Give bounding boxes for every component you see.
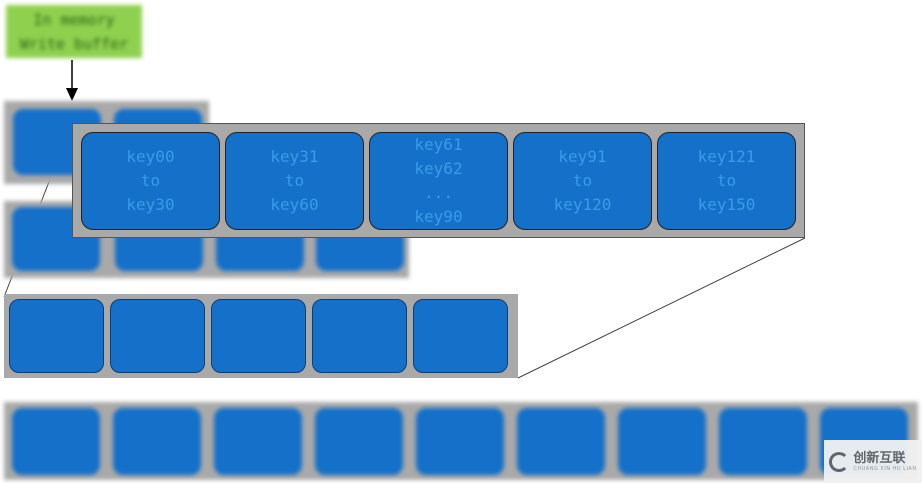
level-3-block bbox=[618, 408, 706, 475]
level-3-block bbox=[416, 408, 504, 475]
label-line-2: Write buffer bbox=[19, 35, 129, 53]
watermark: 创新互联 CHUANG XIN HU LIAN bbox=[824, 440, 922, 483]
key-range-line: to bbox=[572, 171, 593, 190]
level-2-block bbox=[110, 299, 205, 373]
key-range-line: key121 bbox=[697, 147, 756, 166]
key-range-block: key61 key62 ... key90 bbox=[369, 132, 508, 230]
write-buffer-label: In memory Write buffer bbox=[6, 5, 142, 58]
level-2-block bbox=[312, 299, 407, 373]
key-range-line: key00 bbox=[126, 147, 175, 166]
level-3-block bbox=[113, 408, 201, 475]
level-3-block bbox=[12, 408, 100, 475]
key-range-line: key120 bbox=[553, 195, 612, 214]
key-range-block: key121 to key150 bbox=[657, 132, 796, 230]
watermark-subtext: CHUANG XIN HU LIAN bbox=[853, 465, 917, 472]
zoom-line-right bbox=[517, 237, 806, 379]
level-3-block bbox=[315, 408, 403, 475]
key-range-line: key150 bbox=[697, 195, 756, 214]
key-range-line: ... bbox=[424, 183, 453, 202]
label-line-1: In memory bbox=[33, 11, 115, 29]
key-range-line: to bbox=[140, 171, 161, 190]
watermark-text: 创新互联 bbox=[853, 450, 906, 466]
key-range-line: key30 bbox=[126, 195, 175, 214]
level-3-block bbox=[517, 408, 605, 475]
arrow-head bbox=[66, 88, 78, 101]
key-range-line: key60 bbox=[270, 195, 319, 214]
key-range-block: key31 to key60 bbox=[225, 132, 364, 230]
key-range-line: key61 bbox=[414, 135, 463, 154]
level-2-block bbox=[413, 299, 508, 373]
key-range-line: to bbox=[716, 171, 737, 190]
key-range-block: key00 to key30 bbox=[81, 132, 220, 230]
key-range-line: key31 bbox=[270, 147, 319, 166]
key-range-line: key62 bbox=[414, 159, 463, 178]
level-3-block bbox=[719, 408, 807, 475]
key-range-line: key91 bbox=[558, 147, 607, 166]
zoom-detail: key00 to key30 key31 to key60 key61 key6… bbox=[72, 123, 805, 238]
key-range-line: to bbox=[284, 171, 305, 190]
watermark-logo-icon bbox=[829, 451, 850, 472]
level-2-block bbox=[211, 299, 306, 373]
key-range-line: key90 bbox=[414, 207, 463, 226]
level-2-block bbox=[9, 299, 104, 373]
level-3-block bbox=[214, 408, 302, 475]
key-range-block: key91 to key120 bbox=[513, 132, 652, 230]
